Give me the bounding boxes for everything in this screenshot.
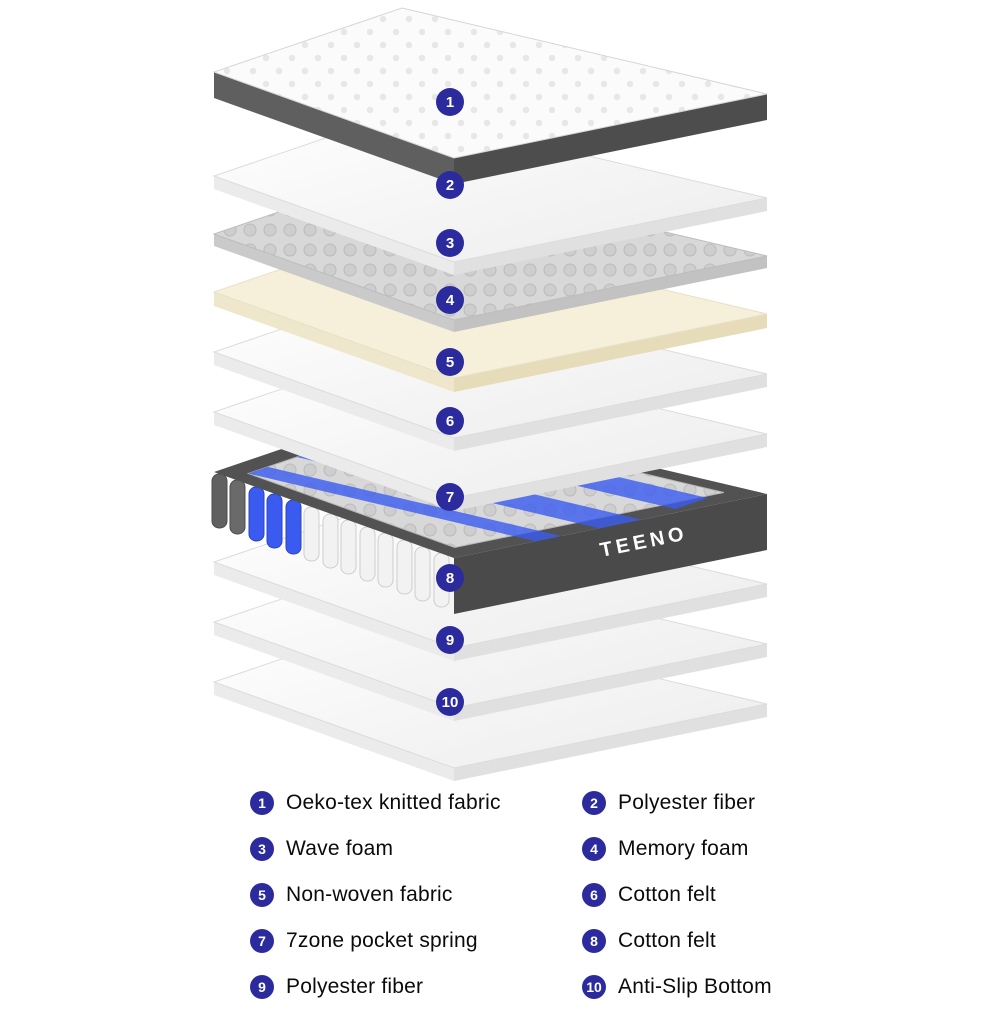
legend-item-1: 1 Oeko-tex knitted fabric xyxy=(250,791,582,815)
legend-label: Wave foam xyxy=(286,837,394,860)
layer-badge-4: 4 xyxy=(436,286,464,314)
legend-label: Oeko-tex knitted fabric xyxy=(286,791,501,814)
svg-text:2: 2 xyxy=(446,177,454,194)
legend-item-3: 3 Wave foam xyxy=(250,837,582,861)
legend-label: Non-woven fabric xyxy=(286,883,453,906)
layers-svg: TEENO xyxy=(211,7,768,781)
svg-text:1: 1 xyxy=(446,94,454,111)
svg-text:6: 6 xyxy=(446,413,454,430)
layer-badge-3: 3 xyxy=(436,229,464,257)
legend-item-4: 4 Memory foam xyxy=(582,837,772,861)
layer-badge-2: 2 xyxy=(436,171,464,199)
spring-coils xyxy=(211,473,450,608)
legend-label: Polyester fiber xyxy=(286,975,424,998)
svg-text:10: 10 xyxy=(442,694,459,711)
legend-item-10: 10 Anti-Slip Bottom xyxy=(582,975,772,999)
legend-item-7: 7 7zone pocket spring xyxy=(250,929,582,953)
svg-text:7: 7 xyxy=(446,489,454,506)
legend-item-5: 5 Non-woven fabric xyxy=(250,883,582,907)
svg-text:4: 4 xyxy=(446,292,455,309)
legend-number-badge: 5 xyxy=(250,883,274,907)
svg-text:3: 3 xyxy=(446,235,454,252)
svg-text:8: 8 xyxy=(446,570,454,587)
legend-number-badge: 3 xyxy=(250,837,274,861)
legend-label: Polyester fiber xyxy=(618,791,756,814)
layer-badge-6: 6 xyxy=(436,407,464,435)
layer-2-polyester-fiber xyxy=(212,111,768,275)
legend-item-6: 6 Cotton felt xyxy=(582,883,772,907)
legend-label: Anti-Slip Bottom xyxy=(618,975,772,998)
legend-number-badge: 1 xyxy=(250,791,274,815)
legend-number-badge: 2 xyxy=(582,791,606,815)
svg-text:5: 5 xyxy=(446,354,454,371)
layer-badge-7: 7 xyxy=(436,483,464,511)
layer-badge-1: 1 xyxy=(436,88,464,116)
layer-badge-9: 9 xyxy=(436,626,464,654)
layer-1-knitted-fabric-top xyxy=(212,7,768,184)
legend-item-2: 2 Polyester fiber xyxy=(582,791,772,815)
legend-label: 7zone pocket spring xyxy=(286,929,478,952)
legend-number-badge: 8 xyxy=(582,929,606,953)
legend-number-badge: 4 xyxy=(582,837,606,861)
svg-text:9: 9 xyxy=(446,632,454,649)
layer-badge-10: 10 xyxy=(436,688,464,716)
legend-item-8: 8 Cotton felt xyxy=(582,929,772,953)
layer-badge-5: 5 xyxy=(436,348,464,376)
legend-label: Cotton felt xyxy=(618,929,716,952)
layer-badge-8: 8 xyxy=(436,564,464,592)
legend-number-badge: 6 xyxy=(582,883,606,907)
diagram-number-badges: 1 2 3 4 5 xyxy=(436,88,464,716)
legend-item-9: 9 Polyester fiber xyxy=(250,975,582,999)
legend-label: Memory foam xyxy=(618,837,749,860)
legend-number-badge: 7 xyxy=(250,929,274,953)
layers-legend: 1 Oeko-tex knitted fabric 2 Polyester fi… xyxy=(250,780,772,1010)
legend-number-badge: 9 xyxy=(250,975,274,999)
legend-number-badge: 10 xyxy=(582,975,606,999)
exploded-layers-diagram: TEENO xyxy=(211,7,768,781)
legend-label: Cotton felt xyxy=(618,883,716,906)
